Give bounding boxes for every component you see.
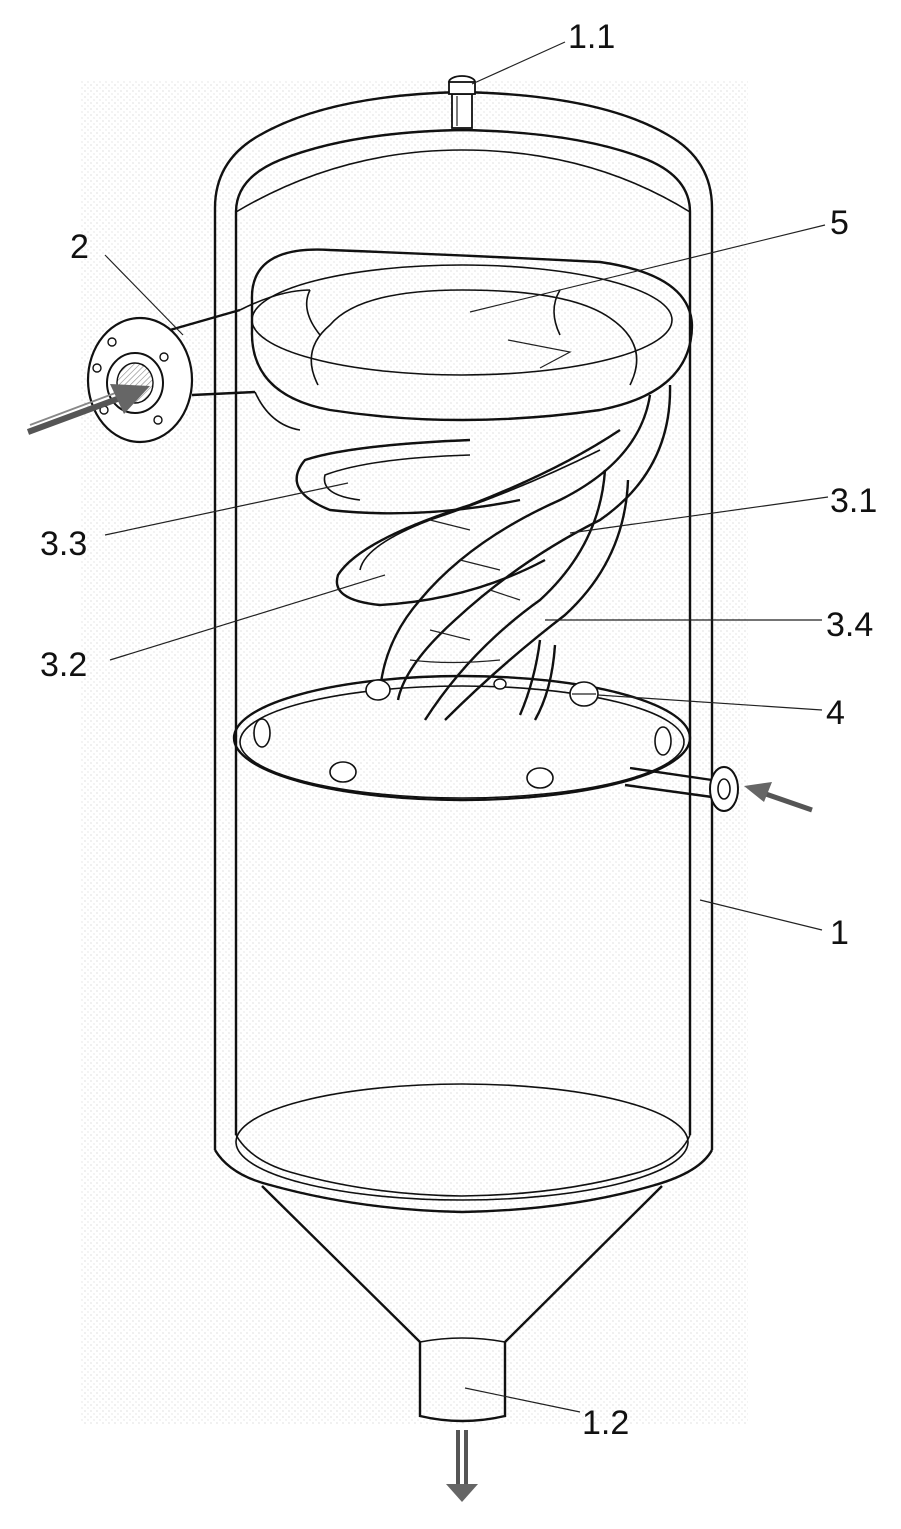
labels: 1.1 2 5 3.3 3.1 3.2 3.4 4 1 1.2	[40, 18, 877, 1442]
label-tube-3-4: 3.4	[826, 606, 873, 644]
top-valve	[448, 75, 476, 129]
nozzle-ring	[232, 674, 739, 812]
label-top-ring: 5	[830, 204, 849, 242]
label-nozzle: 4	[826, 694, 845, 732]
leader-lines	[104, 41, 829, 1413]
top-ring	[250, 248, 694, 422]
label-vessel: 1	[830, 914, 849, 952]
label-top-valve: 1.1	[568, 18, 615, 56]
label-tube-3-2: 3.2	[40, 646, 87, 684]
inlet-pipe	[86, 289, 311, 444]
stipple-background	[80, 80, 748, 1425]
vessel-shell	[213, 90, 714, 1423]
inlet-arrow	[26, 384, 150, 435]
label-tube-3-1: 3.1	[830, 482, 877, 520]
helical-tubes	[295, 384, 672, 721]
label-inlet-pipe: 2	[70, 228, 89, 266]
outlet-arrow	[446, 1430, 478, 1502]
label-outlet: 1.2	[582, 1404, 629, 1442]
side-inlet-arrow	[744, 782, 813, 813]
label-tube-3-3: 3.3	[40, 525, 87, 563]
